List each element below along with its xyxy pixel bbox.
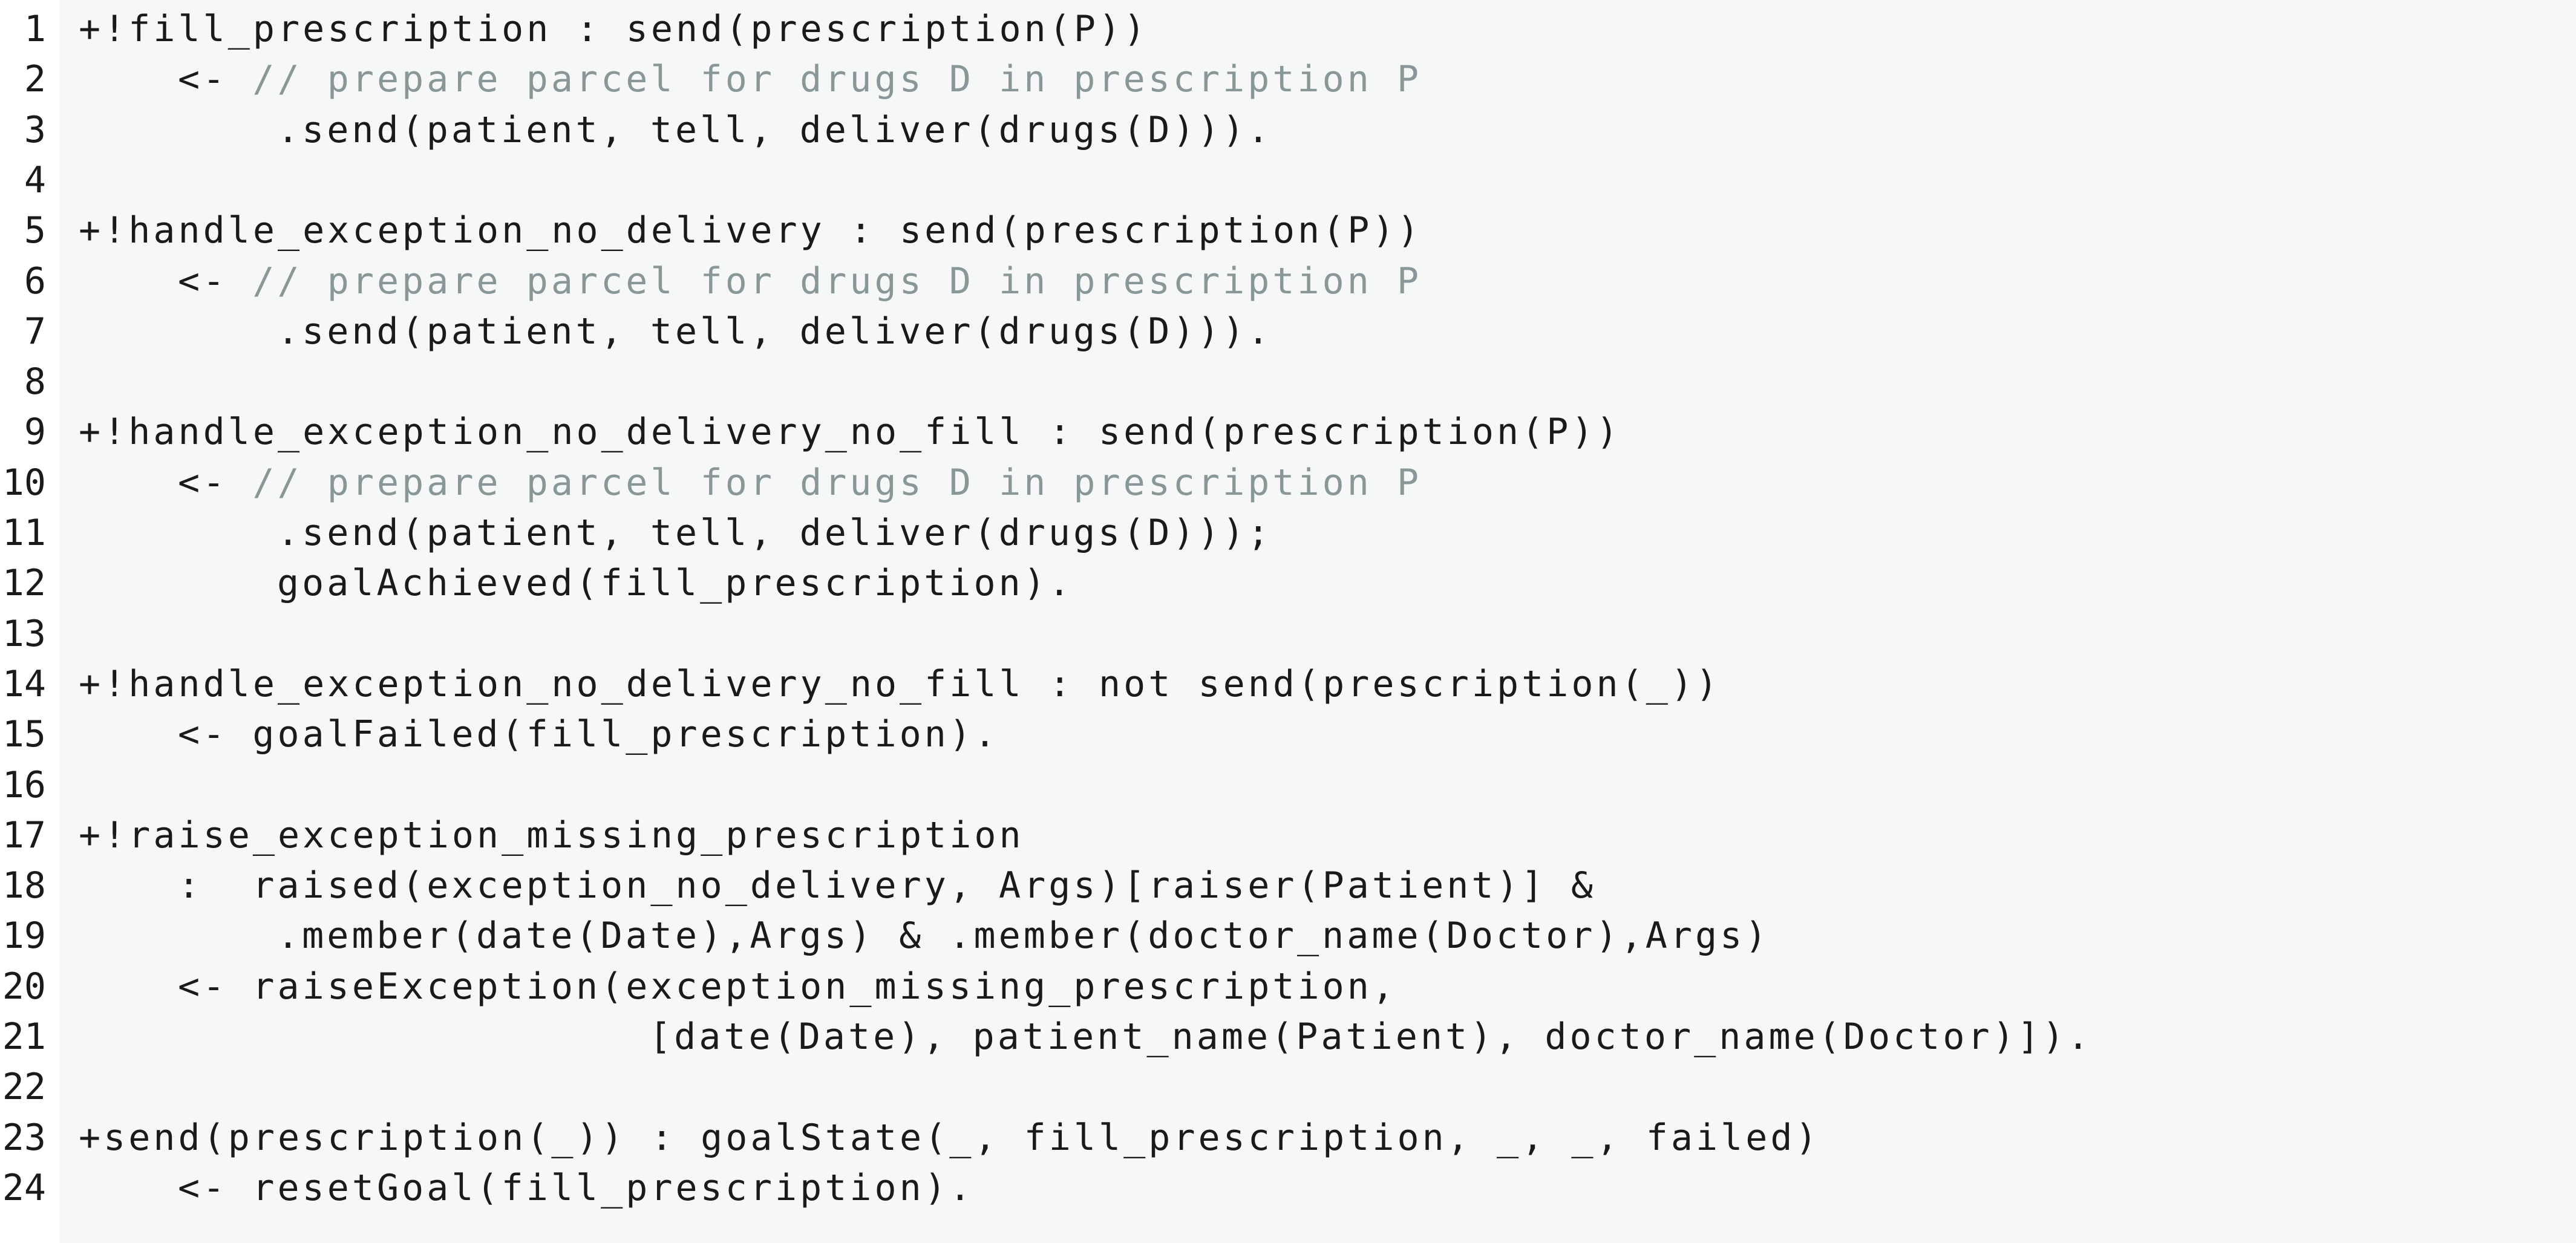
- line-code: +!handle_exception_no_delivery_no_fill :…: [79, 659, 1721, 710]
- code-line: 24 <- resetGoal(fill_prescription).: [0, 1163, 2576, 1213]
- code-text: +!handle_exception_no_delivery_no_fill :…: [79, 662, 1721, 705]
- code-line: 5 +!handle_exception_no_delivery : send(p…: [0, 206, 2576, 256]
- line-code: .send(patient, tell, deliver(drugs(D))).: [277, 307, 1272, 357]
- line-number: 10: [2, 461, 46, 504]
- line-number: 24: [2, 1166, 46, 1209]
- line-number: 9: [24, 411, 46, 454]
- code-comment: // prepare parcel for drugs D in prescri…: [252, 259, 1422, 302]
- line-number: 5: [24, 209, 46, 252]
- code-line: 11 .send(patient, tell, deliver(drugs(D))…: [0, 508, 2576, 558]
- code-line: 21 [date(Date), patient_name(Patient), do…: [0, 1012, 2576, 1062]
- code-line: 2 <- // prepare parcel for drugs D in pre…: [0, 54, 2576, 105]
- code-text: .send(patient, tell, deliver(drugs(D))).: [277, 310, 1272, 353]
- code-line: 22: [0, 1062, 2576, 1112]
- line-number: 8: [24, 361, 46, 403]
- line-number: 3: [24, 108, 46, 151]
- code-text: +!raise_exception_missing_prescription: [79, 814, 1024, 856]
- line-code: +!raise_exception_missing_prescription: [79, 811, 1024, 861]
- line-code: <- // prepare parcel for drugs D in pres…: [178, 54, 1422, 105]
- line-number: 14: [2, 662, 46, 705]
- code-comment: // prepare parcel for drugs D in prescri…: [252, 58, 1422, 101]
- code-line: 9 +!handle_exception_no_delivery_no_fill …: [0, 407, 2576, 457]
- code-text: +send(prescription(_)) : goalState(_, fi…: [79, 1116, 1820, 1159]
- line-code: .send(patient, tell, deliver(drugs(D)));: [277, 508, 1272, 558]
- code-line: 4: [0, 155, 2576, 206]
- line-code: +send(prescription(_)) : goalState(_, fi…: [79, 1113, 1820, 1163]
- code-line: 8: [0, 357, 2576, 407]
- line-code: [date(Date), patient_name(Patient), doct…: [649, 1012, 2092, 1062]
- code-line: 18 : raised(exception_no_delivery, Args)[…: [0, 861, 2576, 911]
- code-comment: // prepare parcel for drugs D in prescri…: [252, 461, 1422, 504]
- code-line: 16: [0, 760, 2576, 811]
- code-text: <- raiseException(exception_missing_pres…: [178, 965, 1398, 1008]
- code-line: 1 +!fill_prescription : send(prescription…: [0, 4, 2576, 54]
- line-number: 7: [24, 310, 46, 353]
- line-number: 12: [2, 562, 46, 605]
- code-line: 15 <- goalFailed(fill_prescription).: [0, 710, 2576, 760]
- line-number: 4: [24, 158, 46, 201]
- code-line: 10 <- // prepare parcel for drugs D in pr…: [0, 458, 2576, 508]
- code-text: [date(Date), patient_name(Patient), doct…: [649, 1016, 2093, 1058]
- code-text: +!handle_exception_no_delivery : send(pr…: [79, 209, 1422, 252]
- line-number: 22: [2, 1066, 46, 1109]
- code-text: <- goalFailed(fill_prescription).: [178, 713, 999, 756]
- line-number: 11: [2, 512, 46, 554]
- line-code: : raised(exception_no_delivery, Args)[ra…: [178, 861, 1596, 911]
- line-number: 6: [24, 259, 46, 302]
- line-code: <- resetGoal(fill_prescription).: [178, 1163, 974, 1213]
- line-number: 15: [2, 713, 46, 756]
- line-number: 23: [2, 1116, 46, 1159]
- line-code: .send(patient, tell, deliver(drugs(D))).: [277, 105, 1272, 155]
- code-text: <-: [178, 461, 253, 504]
- line-number: 21: [2, 1016, 46, 1058]
- line-code: <- // prepare parcel for drugs D in pres…: [178, 256, 1422, 307]
- code-text: <-: [178, 58, 253, 101]
- code-line: 14 +!handle_exception_no_delivery_no_fill…: [0, 659, 2576, 710]
- line-number: 1: [24, 8, 46, 50]
- code-line: 6 <- // prepare parcel for drugs D in pre…: [0, 256, 2576, 307]
- code-line: 23 +send(prescription(_)) : goalState(_, …: [0, 1113, 2576, 1163]
- code-line: 19 .member(date(Date),Args) & .member(doc…: [0, 911, 2576, 961]
- line-number: 19: [2, 915, 46, 958]
- line-code: <- raiseException(exception_missing_pres…: [178, 962, 1397, 1012]
- line-number: 18: [2, 864, 46, 907]
- line-code: +!handle_exception_no_delivery_no_fill :…: [79, 407, 1621, 457]
- code-line: 3 .send(patient, tell, deliver(drugs(D)))…: [0, 105, 2576, 155]
- line-number: 17: [2, 814, 46, 856]
- code-text: .send(patient, tell, deliver(drugs(D))).: [277, 108, 1272, 151]
- code-text: +!fill_prescription : send(prescription(…: [79, 8, 1149, 50]
- code-line: 12 goalAchieved(fill_prescription).: [0, 558, 2576, 608]
- line-code: <- goalFailed(fill_prescription).: [178, 710, 999, 760]
- code-text: : raised(exception_no_delivery, Args)[ra…: [178, 864, 1597, 907]
- line-code: +!handle_exception_no_delivery : send(pr…: [79, 206, 1422, 256]
- line-code: goalAchieved(fill_prescription).: [277, 558, 1073, 608]
- code-text: .send(patient, tell, deliver(drugs(D)));: [277, 512, 1272, 554]
- line-number: 16: [2, 763, 46, 806]
- code-line: 17 +!raise_exception_missing_prescription: [0, 811, 2576, 861]
- code-text: <-: [178, 259, 253, 302]
- code-line: 7 .send(patient, tell, deliver(drugs(D)))…: [0, 307, 2576, 357]
- code-text: +!handle_exception_no_delivery_no_fill :…: [79, 411, 1621, 454]
- line-code: <- // prepare parcel for drugs D in pres…: [178, 458, 1422, 508]
- code-line: 13: [0, 609, 2576, 659]
- line-number: 20: [2, 965, 46, 1008]
- code-text: .member(date(Date),Args) & .member(docto…: [277, 915, 1770, 958]
- code-panel-background: [59, 0, 2576, 1243]
- code-text: goalAchieved(fill_prescription).: [277, 562, 1073, 605]
- code-text: <- resetGoal(fill_prescription).: [178, 1166, 974, 1209]
- line-code: +!fill_prescription : send(prescription(…: [79, 4, 1148, 54]
- line-number: 2: [24, 58, 46, 101]
- code-line: 20 <- raiseException(exception_missing_pr…: [0, 962, 2576, 1012]
- line-code: .member(date(Date),Args) & .member(docto…: [277, 911, 1770, 961]
- line-number: 13: [2, 612, 46, 655]
